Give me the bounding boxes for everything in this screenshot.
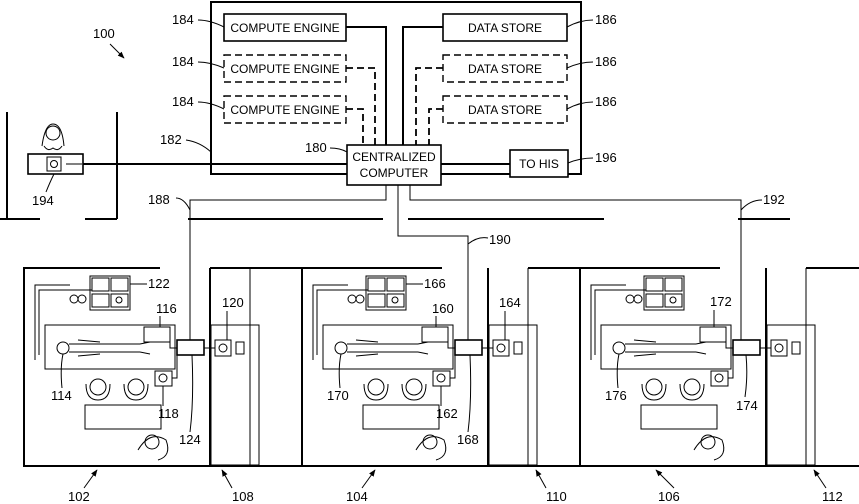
bed-unit-172 [700,327,726,342]
ref-188: 188 [148,192,170,207]
visitor-icon [694,435,724,460]
link-ce1 [346,27,386,145]
ref-186-3: 186 [595,94,617,109]
ref-162: 162 [436,406,458,421]
ref-104: 104 [346,489,368,504]
ref-102: 102 [68,489,90,504]
junction-124 [177,340,204,355]
table [85,405,161,429]
ref-110: 110 [546,489,567,504]
monitor-166 [366,276,406,310]
data-store-2[interactable]: DATA STORE [443,55,567,82]
bed-unit-160 [422,327,448,342]
ref-168: 168 [457,432,479,447]
patient-icon [57,340,150,356]
ref-182: 182 [160,132,182,147]
bed-unit-116 [144,327,170,342]
svg-text:CENTRALIZED: CENTRALIZED [352,150,436,164]
chairs [86,379,148,400]
ref-108: 108 [232,489,254,504]
link-ce3 [346,109,363,145]
svg-text:DATA STORE: DATA STORE [468,21,542,35]
svg-text:DATA STORE: DATA STORE [468,103,542,117]
link-room-102 [190,185,386,343]
compute-engine-3[interactable]: COMPUTE ENGINE [224,96,346,123]
room-102[interactable] [24,268,302,466]
ref-190: 190 [489,232,511,247]
ref-184-2: 184 [172,54,194,69]
data-store-1[interactable]: DATA STORE [443,14,567,41]
ref-194: 194 [32,193,54,208]
svg-text:COMPUTER: COMPUTER [360,166,429,180]
to-his-box[interactable]: TO HIS [510,150,568,177]
hall-device-120 [215,340,231,356]
ref-180: 180 [305,140,327,155]
hall-device [771,340,787,356]
ref-114: 114 [51,388,72,403]
ref-112: 112 [822,489,843,504]
chairs [642,379,704,400]
camera-174 [711,371,728,386]
ref-figure: 100 [93,26,115,41]
link-ds3 [429,109,443,145]
nurse-figure-icon [46,126,60,140]
svg-text:COMPUTE ENGINE: COMPUTE ENGINE [230,62,339,76]
junction-168 [455,340,482,355]
monitor-tiles [644,276,684,310]
ref-164: 164 [499,295,521,310]
link-ce2 [346,68,375,145]
ref-192: 192 [763,192,785,207]
ref-124: 124 [179,432,201,447]
visitor-icon [416,435,446,460]
monitor-122 [90,276,130,310]
ref-120: 120 [222,295,244,310]
ref-122: 122 [148,276,170,291]
ref-196: 196 [595,150,617,165]
table [363,405,439,429]
ref-166: 166 [424,276,446,291]
ref-186-1: 186 [595,12,617,27]
link-room-104 [398,185,468,343]
ref-106: 106 [658,489,680,504]
ref-118: 118 [158,406,179,421]
hall-device-164 [493,340,509,356]
ref-184-3: 184 [172,94,194,109]
data-store-3[interactable]: DATA STORE [443,96,567,123]
ref-176: 176 [605,388,627,403]
camera-162 [433,371,450,386]
svg-text:COMPUTE ENGINE: COMPUTE ENGINE [230,103,339,117]
table [641,405,717,429]
camera-118 [155,371,172,386]
link-room-106 [410,185,741,343]
link-ds1 [403,27,443,145]
patient-icon [613,340,706,356]
centralized-computer[interactable]: CENTRALIZED COMPUTER [347,145,441,185]
chairs [364,379,426,400]
compute-engine-1[interactable]: COMPUTE ENGINE [224,14,346,41]
ref-160: 160 [432,301,454,316]
visitor-icon [138,435,168,460]
room-104[interactable] [302,268,580,466]
compute-engine-2[interactable]: COMPUTE ENGINE [224,55,346,82]
nurse-station[interactable] [0,112,117,219]
svg-text:TO HIS: TO HIS [519,157,559,171]
ref-170: 170 [327,388,349,403]
ref-184-1: 184 [172,12,194,27]
patient-icon [335,340,428,356]
ref-174: 174 [736,398,758,413]
ref-116: 116 [156,301,177,316]
ref-186-2: 186 [595,54,617,69]
svg-text:COMPUTE ENGINE: COMPUTE ENGINE [230,21,339,35]
junction-box [733,340,760,355]
ref-172: 172 [710,294,732,309]
svg-text:DATA STORE: DATA STORE [468,62,542,76]
